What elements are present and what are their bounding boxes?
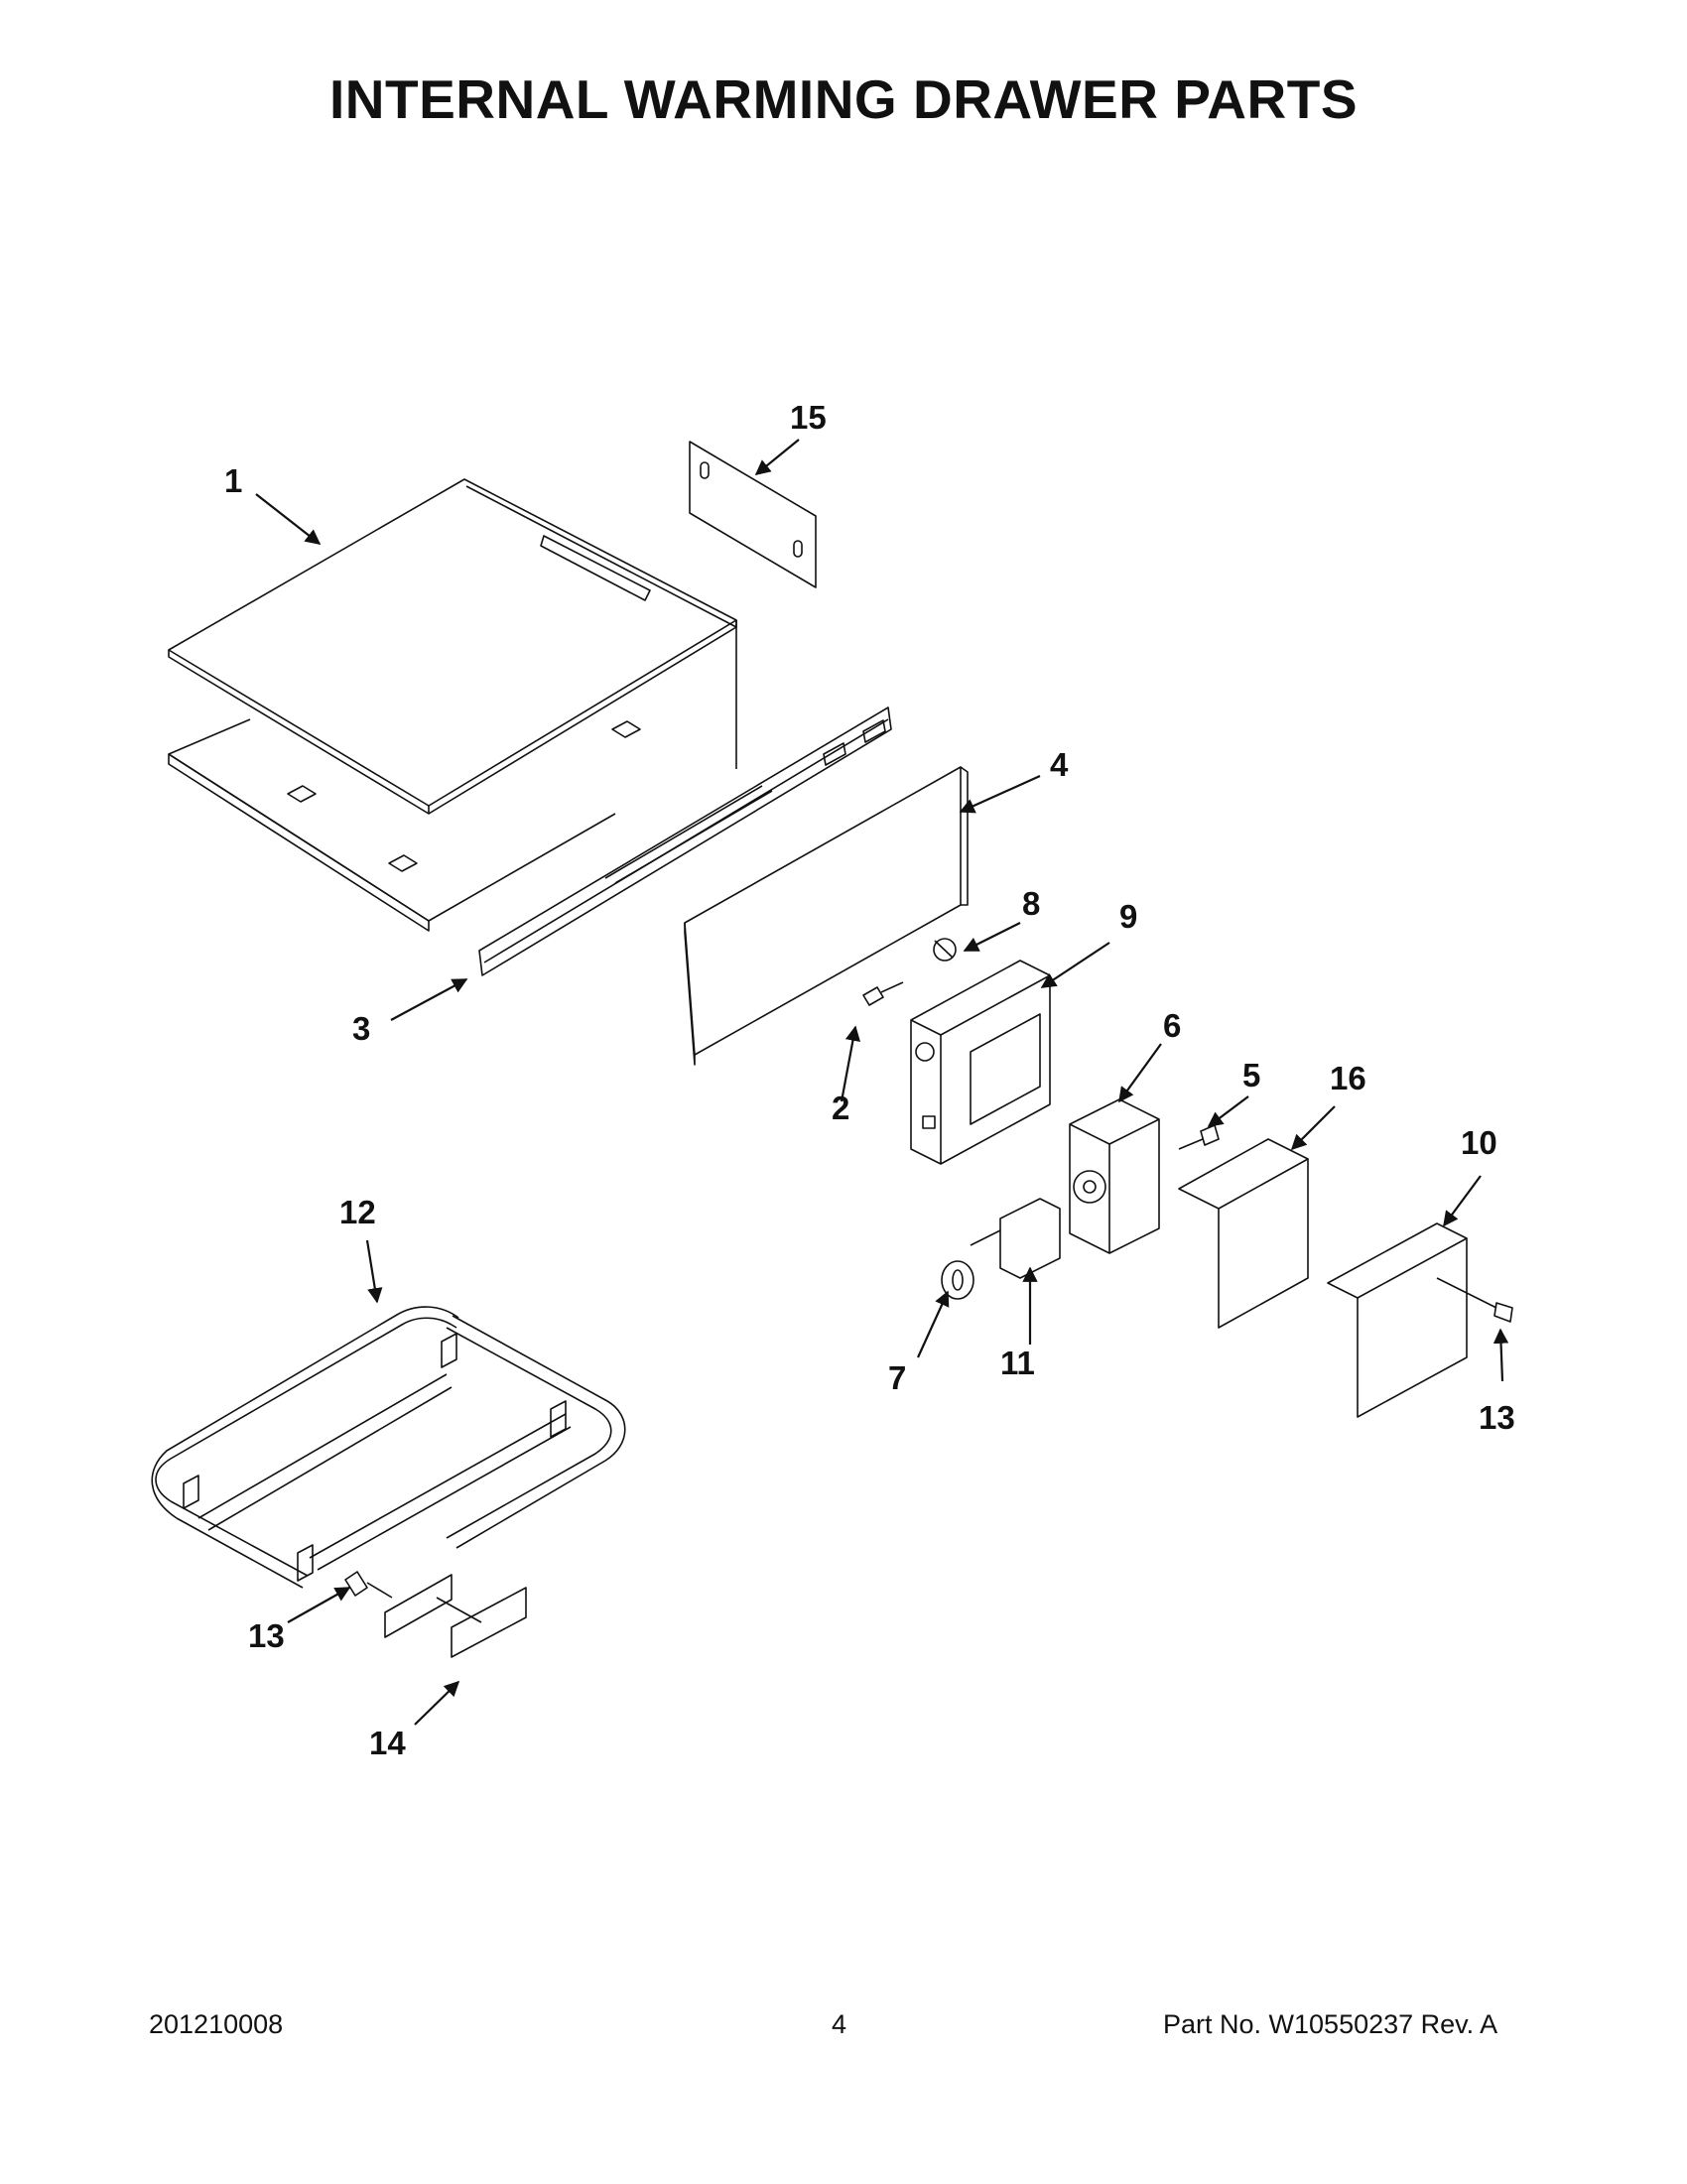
callout-5: 5 [1242,1057,1260,1093]
callout-8: 8 [1022,885,1040,922]
part-16-shield [1178,1138,1309,1329]
part-8-sensor [933,938,957,962]
part-2-screw [862,981,904,1006]
callout-11: 11 [1000,1345,1035,1381]
part-1-drawer-housing [168,478,737,932]
leader-7 [916,1290,950,1358]
leader-2 [840,1025,861,1102]
callout-1: 1 [224,462,242,499]
part-5-screw [1178,1124,1220,1150]
leader-13-right [1492,1328,1509,1382]
part-13-screw-right [1436,1277,1513,1323]
callout-2: 2 [832,1090,849,1126]
page-title: INTERNAL WARMING DRAWER PARTS [328,68,1359,130]
part-4-front-panel [684,766,969,1066]
leader-12 [365,1239,383,1304]
part-15-mounting-plate [689,441,817,588]
callout-13-right: 13 [1479,1399,1515,1436]
callout-3: 3 [352,1010,370,1047]
part-9-control-box [910,960,1051,1165]
callout-7: 7 [888,1359,906,1396]
leader-10 [1443,1175,1482,1227]
callout-4: 4 [1050,746,1069,783]
callout-14: 14 [369,1725,406,1761]
leader-13-left [287,1587,351,1623]
part-7-knob [941,1260,974,1300]
leader-8 [963,922,1021,952]
leader-6 [1118,1043,1162,1103]
callout-9: 9 [1119,898,1137,935]
footer-date-code: 201210008 [149,2009,284,2039]
footer-part-number: Part No. W10550237 Rev. A [1163,2009,1498,2039]
callout-10: 10 [1461,1124,1497,1161]
leader-9 [1040,942,1110,988]
part-14-terminal-block [384,1574,527,1658]
leader-1 [255,493,322,545]
callout-15: 15 [790,399,827,436]
leader-3 [390,978,468,1021]
leader-14 [414,1680,460,1726]
callout-6: 6 [1163,1007,1181,1044]
leader-5 [1207,1095,1249,1127]
part-11-bezel-plate [970,1198,1061,1279]
leader-15 [754,439,800,475]
callout-12: 12 [339,1194,376,1230]
callout-13-left: 13 [248,1617,285,1654]
leader-16 [1290,1105,1336,1151]
part-10-cover [1327,1222,1468,1418]
part-3-drawer-slide [478,707,892,976]
part-12-heating-element [151,1306,626,1589]
footer-page-number: 4 [832,2009,847,2039]
part-13-screw-left [344,1571,393,1599]
part-6-control-switch [1069,1098,1160,1254]
leader-4 [959,774,1041,814]
callout-16: 16 [1330,1060,1366,1096]
